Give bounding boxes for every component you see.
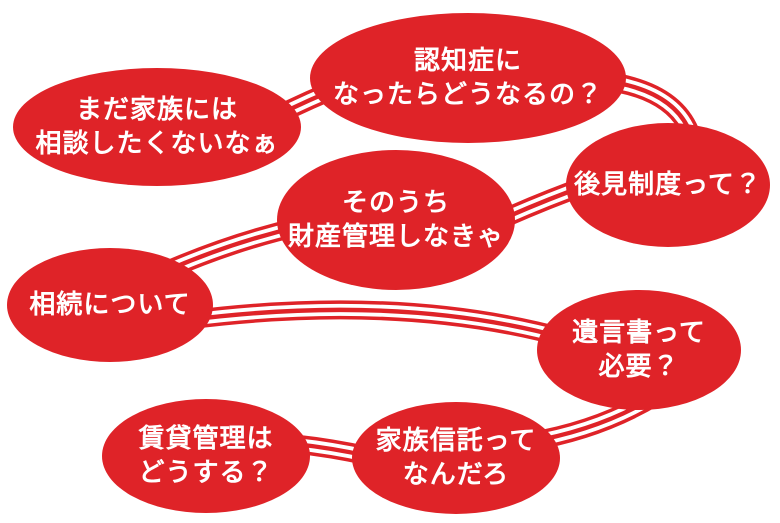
bubble-rental-label: 賃貸管理は どうする？ [138, 423, 274, 488]
bubble-family-trust: 家族信託って なんだろ [352, 402, 560, 514]
bubble-asset-management: そのうち 財産管理しなきゃ [277, 150, 515, 290]
bubble-dementia-label: 認知症に なったらどうなるの？ [332, 45, 603, 110]
bubble-family-consult-label: まだ家族には 相談したくないなぁ [35, 94, 279, 159]
bubble-guardianship: 後見制度って？ [566, 123, 770, 247]
bubble-family-consult: まだ家族には 相談したくないなぁ [13, 68, 301, 186]
bubble-rental: 賃貸管理は どうする？ [102, 399, 310, 513]
bubble-family-trust-label: 家族信託って なんだろ [375, 425, 537, 490]
bubble-guardianship-label: 後見制度って？ [574, 169, 762, 200]
bubble-inheritance: 相続について [7, 248, 213, 362]
connector-inheritance-will [188, 310, 565, 338]
bubble-asset-management-label: そのうち 財産管理しなきゃ [287, 187, 504, 252]
bubble-will-label: 遺言書って 必要？ [572, 317, 706, 382]
bubble-inheritance-label: 相続について [29, 289, 191, 320]
bubble-dementia: 認知症に なったらどうなるの？ [310, 13, 626, 143]
bubble-will: 遺言書って 必要？ [537, 290, 741, 410]
